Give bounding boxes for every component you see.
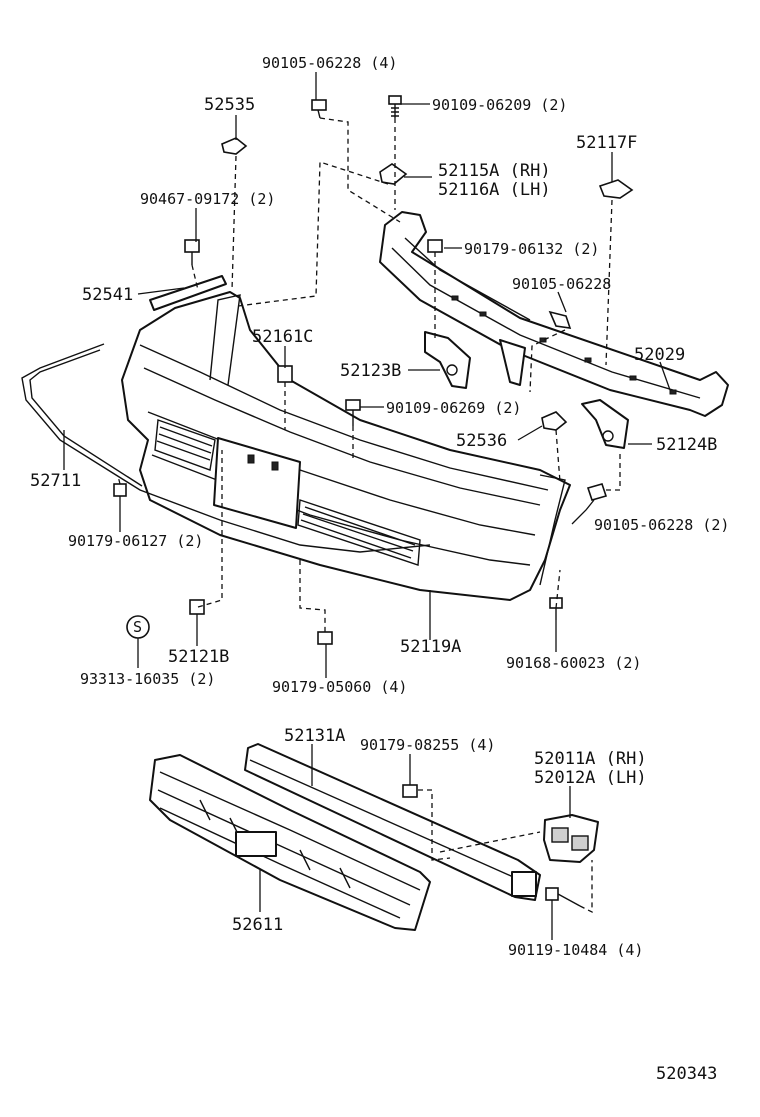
clip-90179-06127-icon: [113, 483, 127, 497]
nut-90179-06132-icon: [427, 239, 443, 253]
bolt-90119-10484-icon: [545, 887, 581, 907]
bracket-52011A-52012A: [543, 814, 599, 863]
bracket-52124B: [581, 399, 629, 449]
label-90105-06228-top: 90105-06228 (4): [262, 54, 397, 72]
label-52536: 52536: [456, 431, 507, 451]
label-52121B: 52121B: [168, 647, 229, 667]
label-52535: 52535: [204, 95, 255, 115]
label-52711: 52711: [30, 471, 81, 491]
absorber-52611: [149, 754, 431, 931]
label-90179-05060: 90179-05060 (4): [272, 678, 407, 696]
label-90179-06127: 90179-06127 (2): [68, 532, 203, 550]
bolt-90109-06209-icon: [388, 95, 402, 118]
bolt-90105-06228-mid-icon: [548, 310, 572, 329]
diagram-number: 520343: [656, 1064, 717, 1084]
bracket-52123B: [424, 331, 471, 389]
label-90467-09172: 90467-09172 (2): [140, 190, 275, 208]
bolt-90105-06228-top-icon: [311, 99, 327, 119]
part-labels: 90105-06228 (4) 90109-06209 (2) 52535 52…: [30, 54, 729, 1084]
molding-52711: [21, 343, 431, 553]
label-s-mark: S: [133, 618, 142, 636]
clip-52536-icon: [541, 411, 568, 431]
screw-90168-60023-icon: [549, 597, 563, 620]
label-52115A: 52115A (RH): [438, 161, 551, 181]
label-90105-06228-mid: 90105-06228: [512, 275, 611, 293]
leader-lines: [63, 72, 671, 940]
label-93313-16035: 93313-16035 (2): [80, 670, 215, 688]
bolt-90109-06269-icon: [345, 399, 361, 426]
clip-52535-icon: [221, 137, 248, 155]
nut-90179-08255-icon: [402, 784, 418, 798]
reinforcement-52131A: [244, 743, 541, 901]
label-52119A: 52119A: [400, 637, 461, 657]
label-90168-60023: 90168-60023 (2): [506, 654, 641, 672]
label-90179-08255: 90179-08255 (4): [360, 736, 495, 754]
bolt-90105-06228-right-icon: [586, 483, 608, 501]
bumper-cover-52119A: [121, 291, 571, 601]
label-90105-06228-right: 90105-06228 (2): [594, 516, 729, 534]
rivet-90467-09172-icon: [184, 239, 200, 265]
clip-52115A-icon: [379, 163, 408, 185]
label-52131A: 52131A: [284, 726, 345, 746]
label-52611: 52611: [232, 915, 283, 935]
label-90119-10484: 90119-10484 (4): [508, 941, 643, 959]
label-52124B: 52124B: [656, 435, 717, 455]
label-90109-06209: 90109-06209 (2): [432, 96, 567, 114]
assembly-lines: [117, 117, 621, 914]
clip-52161C-icon: [277, 365, 293, 383]
label-52029: 52029: [634, 345, 685, 365]
clip-52117F-icon: [598, 179, 634, 199]
label-52541: 52541: [82, 285, 133, 305]
label-52012A: 52012A (LH): [534, 768, 647, 788]
label-90179-06132: 90179-06132 (2): [464, 240, 599, 258]
label-52116A: 52116A (LH): [438, 180, 551, 200]
bumper-retainer-52029: [379, 211, 729, 417]
label-52117F: 52117F: [576, 133, 637, 153]
label-52011A: 52011A (RH): [534, 749, 647, 769]
label-90109-06269: 90109-06269 (2): [386, 399, 521, 417]
nut-90179-05060-icon: [317, 631, 333, 645]
label-52161C: 52161C: [252, 327, 313, 347]
strip-52541: [149, 275, 227, 311]
clip-52121B-icon: [189, 599, 205, 615]
label-52123B: 52123B: [340, 361, 401, 381]
